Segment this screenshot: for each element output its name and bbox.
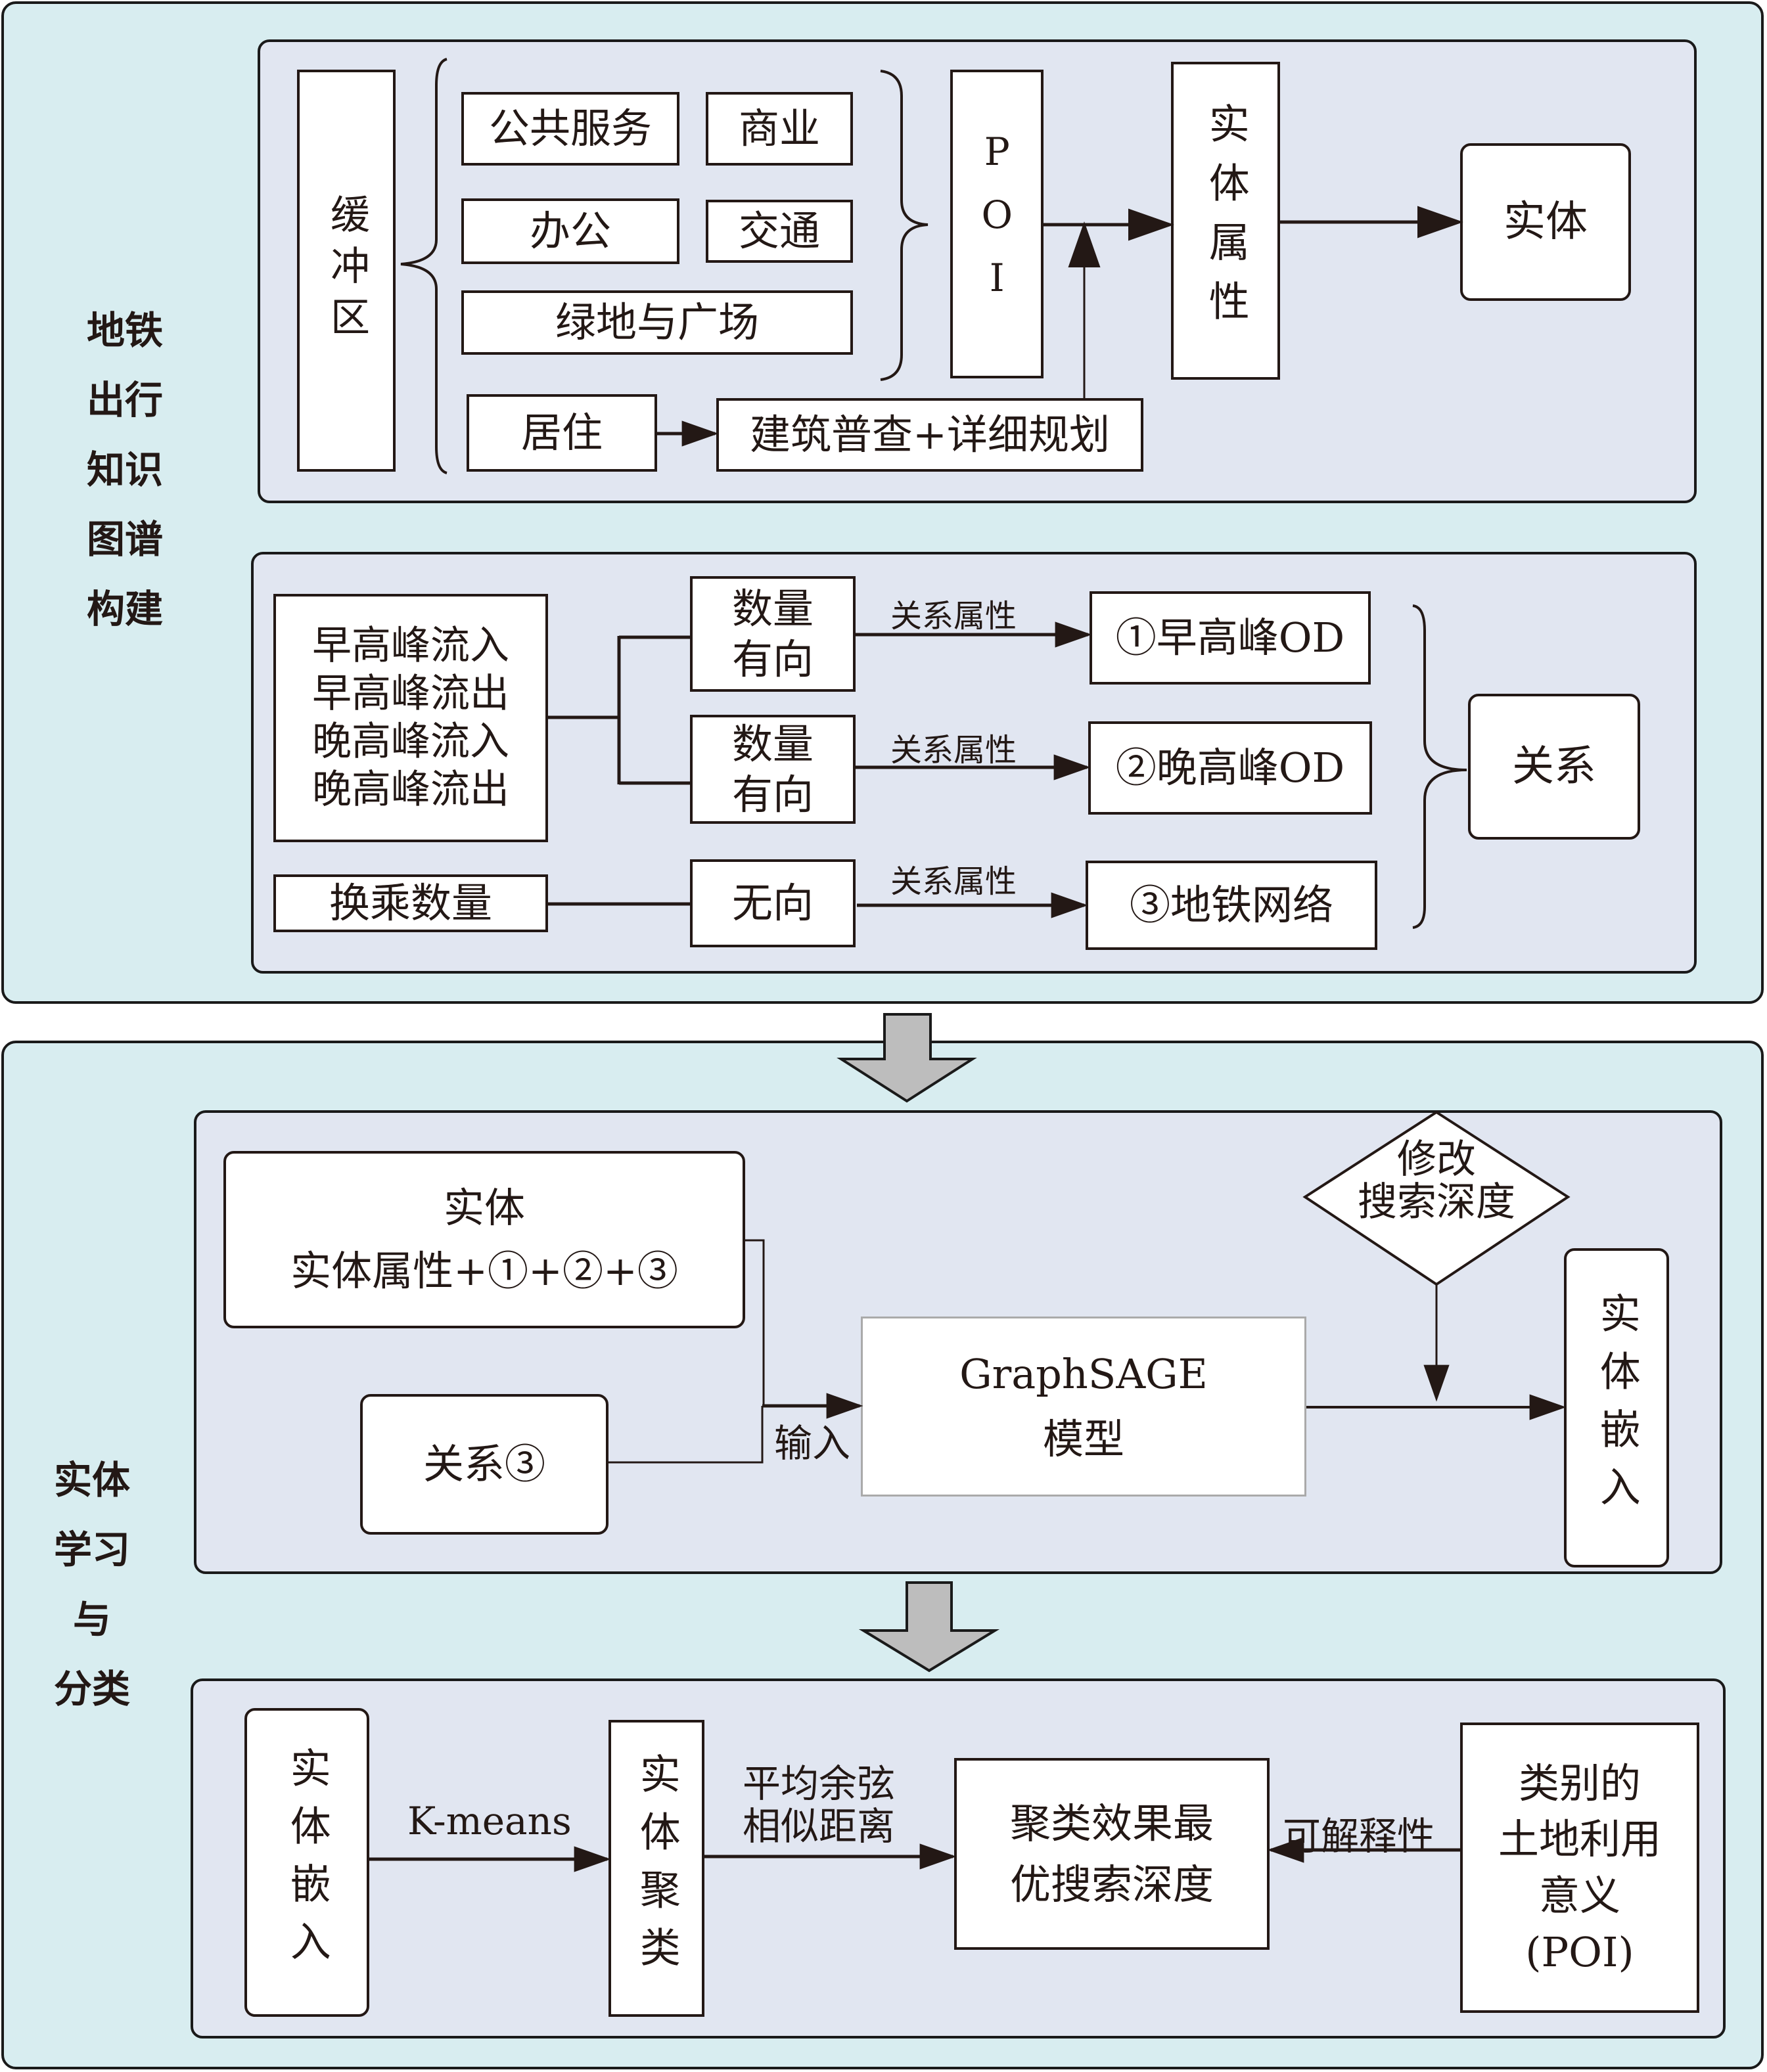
metro-network-box: ③地铁网络 [1086,861,1377,950]
poi-category-transport: 交通 [706,200,853,263]
entity-input-box: 实体 实体属性+①+②+③ [223,1151,745,1328]
optimal-depth-box: 聚类效果最 优搜索深度 [954,1758,1270,1950]
transfer-count-box: 换乘数量 [273,874,548,932]
relation-box: 关系 [1468,694,1640,840]
entity-embedding-box: 实体嵌入 [244,1708,369,2017]
interpretability-label: 可解释性 [1283,1814,1436,1858]
modify-depth-text: 修改 搜索深度 [1358,1137,1515,1225]
quantity-directed-box-1: 数量 有向 [690,576,856,692]
input-label: 输入 [774,1421,851,1466]
building-census-box: 建筑普查+详细规划 [716,398,1143,472]
quantity-directed-box-2-main: 数量 有向 [690,715,856,824]
evening-od-box: ②晚高峰OD [1088,721,1372,815]
poi-category-commercial: 商业 [706,92,853,166]
entity-embedding-output-box: 实体嵌入 [1564,1248,1669,1567]
entity-learning-label: 实体 学习 与 分类 [53,1458,130,1711]
land-use-meaning-box: 类别的 土地利用 意义 (POI) [1460,1723,1699,2013]
entity-box: 实体 [1460,143,1631,301]
kmeans-label: K-means [407,1799,572,1843]
relation3-input-box: 关系③ [360,1394,608,1535]
poi-box: POI [950,70,1044,378]
buffer-zone-box: 缓冲区 [297,70,396,472]
entity-clusters-box: 实体聚类 [608,1720,704,2017]
poi-label: POI [975,129,1020,319]
poi-category-green-square: 绿地与广场 [461,290,853,355]
relation-attr-label-1: 关系属性 [890,598,1017,635]
graphsage-model-box: GraphSAGE 模型 [861,1317,1306,1497]
entity-attributes-box: 实体属性 [1171,62,1280,380]
kg-construction-label: 地铁 出行 知识 图谱 构建 [86,308,163,631]
relation-attr-label-3: 关系属性 [890,863,1017,900]
poi-category-public-service: 公共服务 [461,92,679,166]
poi-category-office: 办公 [461,198,679,264]
cosine-similarity-label: 平均余弦 相似距离 [743,1761,896,1849]
peak-flows-box: 早高峰流入 早高峰流出 晚高峰流入 晚高峰流出 [273,594,548,842]
relation-attr-label-2: 关系属性 [890,732,1017,769]
undirected-box: 无向 [690,859,856,947]
morning-od-box: ①早高峰OD [1090,591,1371,685]
residential-box: 居住 [467,394,657,472]
